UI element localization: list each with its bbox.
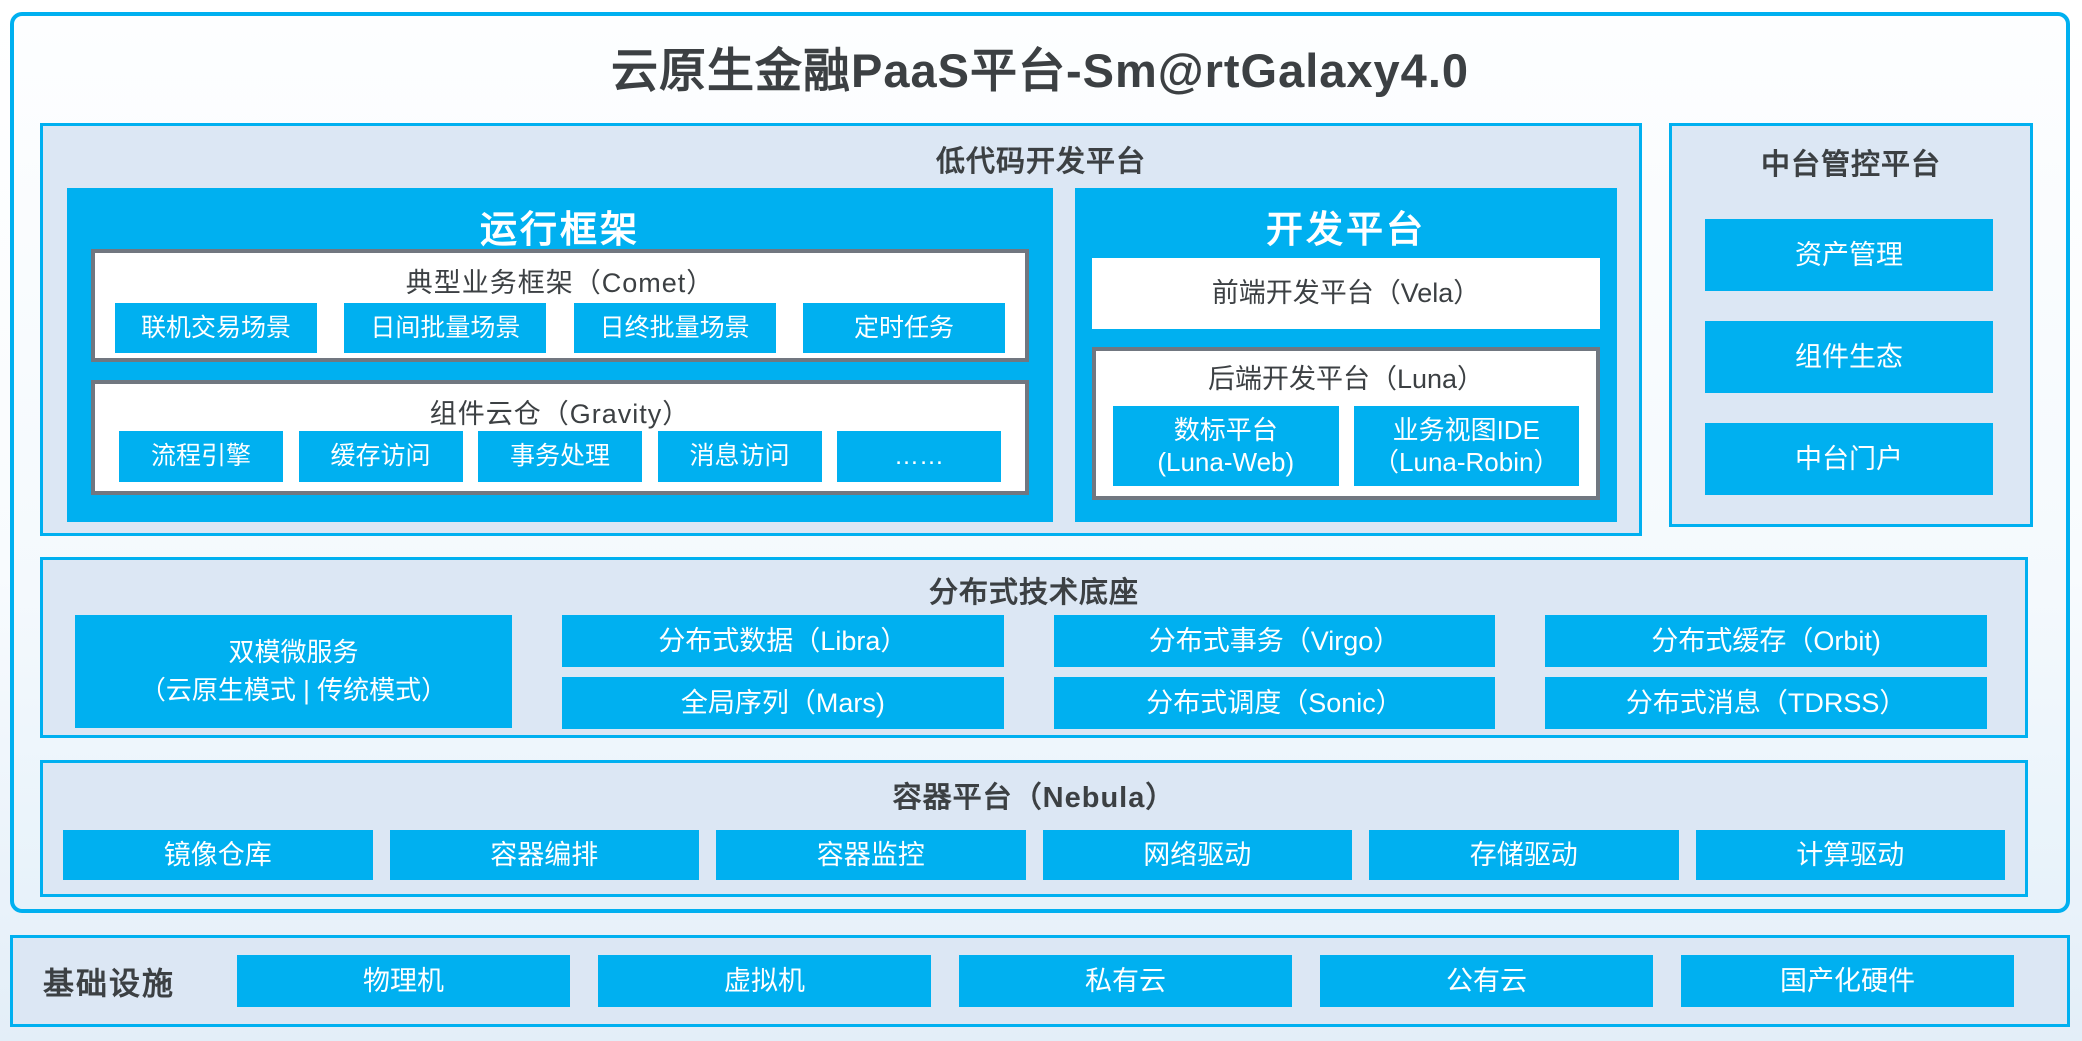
platform-frame: 云原生金融PaaS平台-Sm@rtGalaxy4.0 低代码开发平台 运行框架 … <box>10 12 2070 913</box>
dual-mode-microservice-box: 双模微服务 （云原生模式 | 传统模式） <box>75 615 512 728</box>
infra-panel: 基础设施 物理机 虚拟机 私有云 公有云 国产化硬件 <box>10 935 2070 1027</box>
comet-item: 日终批量场景 <box>573 303 776 353</box>
nebula-item: 存储驱动 <box>1369 830 1679 880</box>
comet-title: 典型业务框架（Comet） <box>405 268 715 298</box>
mgmt-item: 中台门户 <box>1705 423 1993 495</box>
dev-platform-panel: 开发平台 前端开发平台（Vela） 后端开发平台（Luna） 数标平台 (Lun… <box>1075 188 1617 522</box>
mgmt-panel-title: 中台管控平台 <box>1760 149 1941 181</box>
dist-item: 分布式事务（Virgo） <box>1053 615 1496 667</box>
infra-label: 基础设施 <box>43 966 175 1002</box>
mgmt-item: 资产管理 <box>1705 219 1993 291</box>
lowcode-panel-title: 低代码开发平台 <box>935 146 1147 178</box>
infra-items-row: 物理机 虚拟机 私有云 公有云 国产化硬件 <box>237 955 2014 1007</box>
luna-item-name: 数标平台 <box>1173 414 1278 445</box>
gravity-box: 组件云仓（Gravity） 流程引擎 缓存访问 事务处理 消息访问 …… <box>91 380 1029 495</box>
dist-panel: 分布式技术底座 双模微服务 （云原生模式 | 传统模式） 分布式数据（Libra… <box>40 557 2028 738</box>
comet-items-row: 联机交易场景 日间批量场景 日终批量场景 定时任务 <box>115 303 1005 353</box>
dist-item: 全局序列（Mars) <box>562 677 1004 729</box>
comet-item: 定时任务 <box>802 303 1005 353</box>
infra-item: 虚拟机 <box>598 955 931 1007</box>
dist-item: 分布式缓存（Orbit) <box>1545 615 1988 667</box>
dual-mode-line1: 双模微服务 <box>228 636 359 667</box>
infra-item: 物理机 <box>237 955 570 1007</box>
luna-item-code: (Luna-Web) <box>1157 447 1295 477</box>
dist-panel-title: 分布式技术底座 <box>928 577 1139 609</box>
infra-item: 国产化硬件 <box>1681 955 2014 1007</box>
luna-item: 业务视图IDE （Luna-Robin） <box>1353 406 1579 486</box>
gravity-item: …… <box>837 431 1001 482</box>
nebula-item: 计算驱动 <box>1695 830 2005 880</box>
luna-box: 后端开发平台（Luna） 数标平台 (Luna-Web) 业务视图IDE （Lu… <box>1092 347 1600 500</box>
luna-items-row: 数标平台 (Luna-Web) 业务视图IDE （Luna-Robin） <box>1113 406 1579 486</box>
nebula-item: 容器监控 <box>716 830 1026 880</box>
gravity-item: 消息访问 <box>657 431 822 482</box>
dist-item: 分布式调度（Sonic） <box>1053 677 1496 729</box>
gravity-item: 事务处理 <box>478 431 642 482</box>
mgmt-items-column: 资产管理 组件生态 中台门户 <box>1705 219 1993 495</box>
infra-item: 公有云 <box>1320 955 1653 1007</box>
dist-column: 分布式缓存（Orbit) 分布式消息（TDRSS） <box>1545 615 1988 729</box>
nebula-item: 网络驱动 <box>1042 830 1352 880</box>
luna-item-name: 业务视图IDE <box>1392 414 1540 445</box>
nebula-panel: 容器平台（Nebula） 镜像仓库 容器编排 容器监控 网络驱动 存储驱动 计算… <box>40 760 2028 897</box>
dev-platform-title: 开发平台 <box>1266 209 1426 250</box>
vela-box: 前端开发平台（Vela） <box>1092 258 1600 329</box>
dist-items-row: 双模微服务 （云原生模式 | 传统模式） 分布式数据（Libra） 全局序列（M… <box>75 615 1988 729</box>
dist-column: 分布式数据（Libra） 全局序列（Mars) <box>562 615 1004 729</box>
gravity-item: 缓存访问 <box>298 431 463 482</box>
luna-item: 数标平台 (Luna-Web) <box>1113 406 1339 486</box>
comet-box: 典型业务框架（Comet） 联机交易场景 日间批量场景 日终批量场景 定时任务 <box>91 249 1029 362</box>
luna-title: 后端开发平台（Luna） <box>1207 364 1485 394</box>
gravity-title: 组件云仓（Gravity） <box>429 399 691 429</box>
page-title: 云原生金融PaaS平台-Sm@rtGalaxy4.0 <box>610 44 1470 97</box>
infra-item: 私有云 <box>959 955 1292 1007</box>
mgmt-item: 组件生态 <box>1705 321 1993 393</box>
nebula-items-row: 镜像仓库 容器编排 容器监控 网络驱动 存储驱动 计算驱动 <box>63 830 2005 880</box>
comet-item: 联机交易场景 <box>115 303 317 353</box>
nebula-panel-title: 容器平台（Nebula） <box>892 782 1176 814</box>
dist-item: 分布式消息（TDRSS） <box>1545 677 1988 729</box>
lowcode-panel: 低代码开发平台 运行框架 典型业务框架（Comet） 联机交易场景 日间批量场景… <box>40 123 1642 536</box>
nebula-item: 容器编排 <box>389 830 699 880</box>
dist-item: 分布式数据（Libra） <box>562 615 1004 667</box>
dist-column: 分布式事务（Virgo） 分布式调度（Sonic） <box>1053 615 1496 729</box>
mgmt-panel: 中台管控平台 资产管理 组件生态 中台门户 <box>1669 123 2033 527</box>
runtime-framework-title: 运行框架 <box>480 209 640 250</box>
gravity-items-row: 流程引擎 缓存访问 事务处理 消息访问 …… <box>119 431 1001 482</box>
comet-item: 日间批量场景 <box>344 303 547 353</box>
dual-mode-line2: （云原生模式 | 传统模式） <box>139 674 448 705</box>
luna-item-code: （Luna-Robin） <box>1373 447 1560 477</box>
nebula-item: 镜像仓库 <box>63 830 373 880</box>
gravity-item: 流程引擎 <box>119 431 283 482</box>
runtime-framework-panel: 运行框架 典型业务框架（Comet） 联机交易场景 日间批量场景 日终批量场景 … <box>67 188 1053 522</box>
